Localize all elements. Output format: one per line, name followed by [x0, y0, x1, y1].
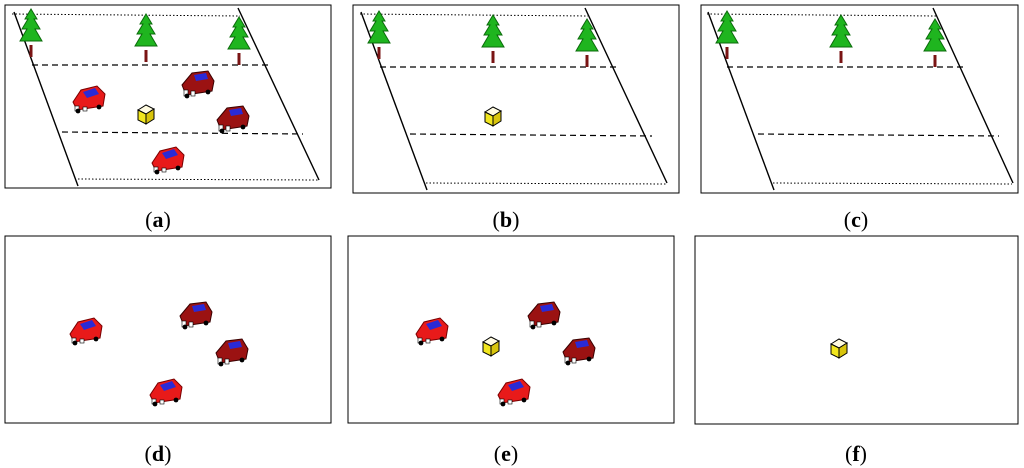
panel-a — [4, 4, 332, 189]
caption-d: (d) — [145, 441, 172, 466]
dashed-line-lower — [409, 133, 653, 137]
road-edge-right — [584, 7, 668, 184]
panel-e — [347, 235, 675, 424]
dotted-line-bottom — [425, 182, 667, 185]
caption-b: (b) — [493, 207, 520, 232]
panel-frame — [700, 4, 1019, 194]
panel-frame — [347, 235, 675, 424]
dashed-line-lower — [757, 133, 1000, 137]
panel-b — [352, 4, 680, 194]
caption-e: (e) — [494, 441, 518, 466]
dotted-line-top — [11, 13, 241, 17]
caption-a: (a) — [145, 207, 171, 232]
road-edge-right — [237, 7, 320, 181]
panel-d — [4, 235, 332, 424]
panel-c — [700, 4, 1019, 194]
caption-c: (c) — [844, 207, 868, 232]
panel-frame — [694, 235, 1019, 425]
road-edge-right — [932, 7, 1014, 184]
dotted-line-bottom — [772, 182, 1013, 185]
panel-f — [694, 235, 1019, 425]
dashed-line-lower — [61, 131, 304, 135]
dotted-line-bottom — [77, 178, 319, 181]
caption-f: (f) — [845, 441, 867, 466]
dotted-line-top — [359, 13, 589, 17]
panel-frame — [352, 4, 680, 194]
